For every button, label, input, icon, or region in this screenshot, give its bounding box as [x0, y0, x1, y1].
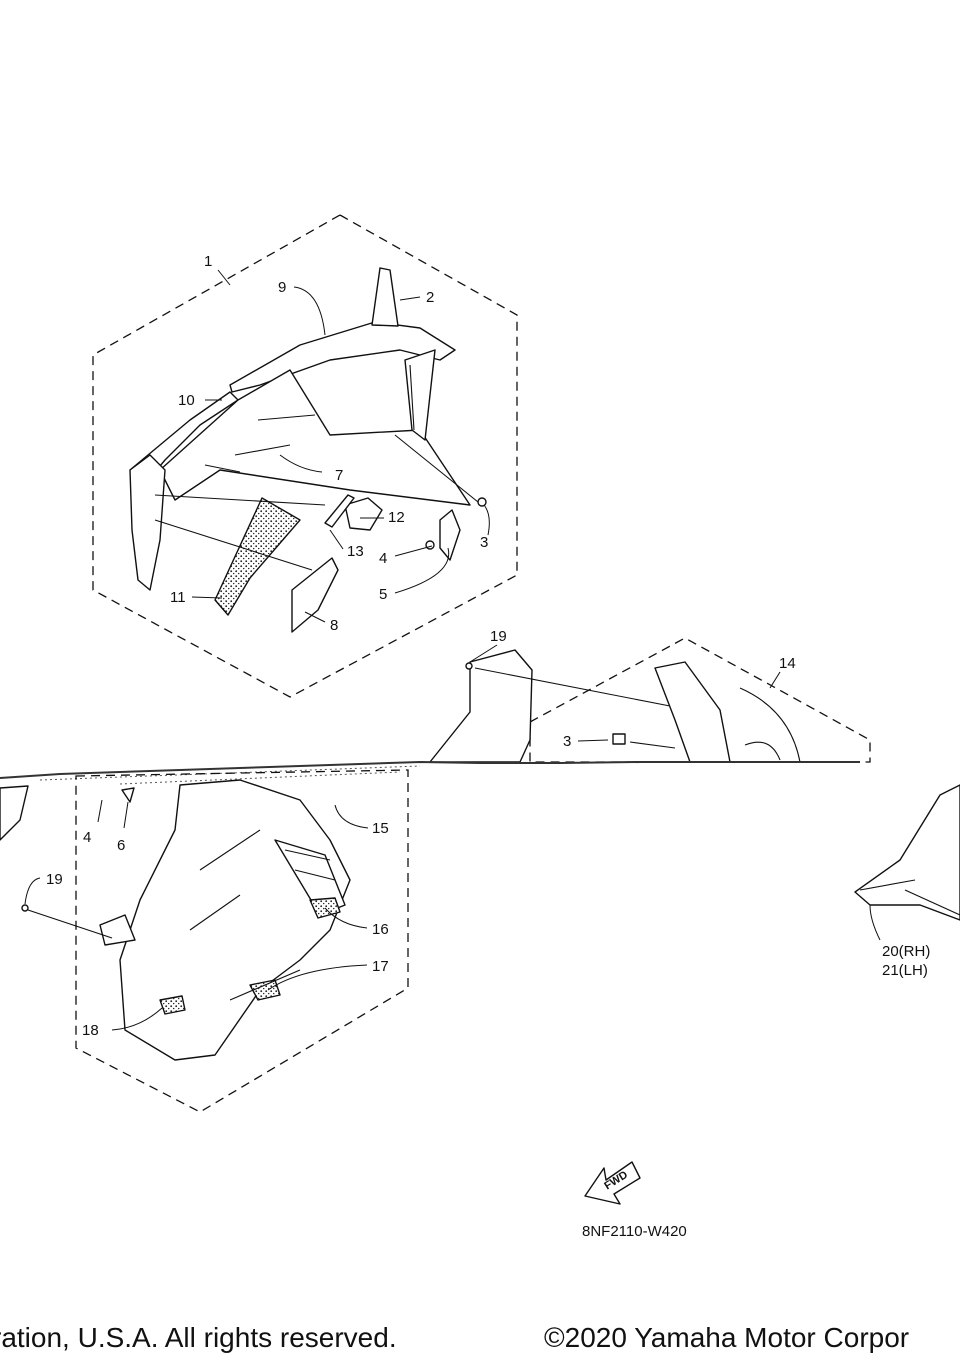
- callout-16: 16: [372, 921, 389, 938]
- left-side-bracket: [129, 454, 166, 591]
- lower-leaders: [24, 799, 369, 1031]
- upper-leaders: [191, 269, 490, 623]
- callout-1: 1: [204, 253, 212, 270]
- callout-3-mid: 3: [563, 733, 571, 750]
- assembly-14-boundary: [529, 637, 871, 763]
- assembly-1-boundary: [92, 214, 518, 698]
- forward-arrow-icon: FWD: [584, 1161, 641, 1205]
- assembly-15-boundary: [75, 769, 409, 1113]
- copyright-right: ©2020 Yamaha Motor Corpor: [544, 1322, 910, 1353]
- upper-cowl-group: [129, 267, 487, 633]
- callout-21-lh: 21(LH): [882, 962, 928, 979]
- scan-tear: [0, 760, 860, 779]
- part-14-group: [429, 644, 801, 763]
- side-cover-20-21: [854, 784, 960, 941]
- callout-7: 7: [335, 467, 343, 484]
- callout-8: 8: [330, 617, 338, 634]
- callout-12: 12: [388, 509, 405, 526]
- callout-9: 9: [278, 279, 286, 296]
- part-15-lower-cowl: [119, 779, 351, 1061]
- upper-left-fragment: [0, 785, 29, 841]
- part-3-nut-mid: [612, 733, 626, 745]
- callout-5: 5: [379, 586, 387, 603]
- part-2-stay: [371, 267, 399, 327]
- lower-cowl-group: [0, 779, 351, 1061]
- part-13-strip: [324, 494, 355, 528]
- part-3-nut-upper: [477, 497, 487, 507]
- right-side-bracket: [404, 349, 436, 441]
- callout-14: 14: [779, 655, 796, 672]
- callout-20-rh: 20(RH): [882, 943, 930, 960]
- callout-17: 17: [372, 958, 389, 975]
- diagram-code: 8NF2110-W420: [582, 1223, 687, 1240]
- callout-3-upper: 3: [480, 534, 488, 551]
- callout-19-mid: 19: [490, 628, 507, 645]
- part-11-mesh: [214, 497, 301, 616]
- side-tab: [99, 914, 136, 946]
- side-cowl-front: [429, 649, 533, 763]
- callout-labels: 1 2 3 3 4 4 5 6 7 8 9 10 11 12 13 14 15 …: [46, 253, 930, 1039]
- part-5-holder: [439, 509, 461, 561]
- part-17-pad: [249, 979, 281, 1001]
- part-15-dark-panel: [274, 839, 346, 916]
- callout-18: 18: [82, 1022, 99, 1039]
- part-18-pad: [159, 995, 186, 1015]
- callout-11: 11: [170, 589, 186, 606]
- callout-13: 13: [347, 543, 364, 560]
- callout-4-lower: 4: [83, 829, 91, 846]
- callout-4-upper: 4: [379, 550, 387, 567]
- callout-15: 15: [372, 820, 389, 837]
- callout-2: 2: [426, 289, 434, 306]
- callout-10: 10: [178, 392, 195, 409]
- part-12-bracket: [344, 497, 383, 531]
- copyright-left: ration, U.S.A. All rights reserved.: [0, 1322, 397, 1353]
- part-8-panel: [291, 557, 339, 633]
- callout-6: 6: [117, 837, 125, 854]
- side-cover-fragment: [854, 784, 960, 921]
- callout-19-lower: 19: [46, 871, 63, 888]
- part-6-clip: [121, 787, 135, 803]
